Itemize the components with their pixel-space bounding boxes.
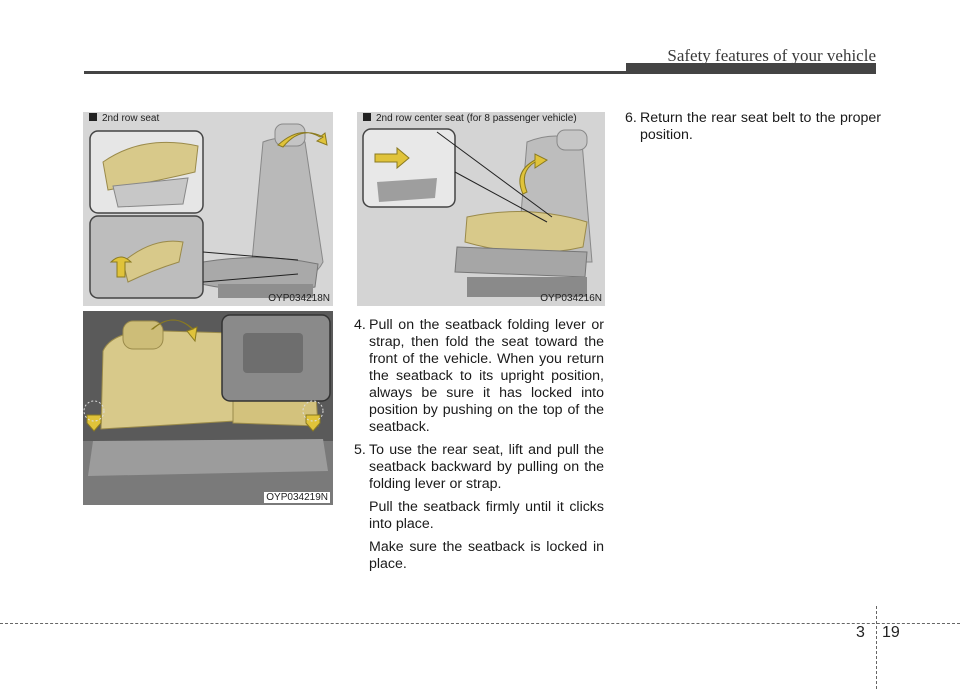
step-4: 4. Pull on the seatback folding lever or… [354,317,604,435]
step-6: 6. Return the rear seat belt to the prop… [625,110,881,143]
figure-code: OYP034219N [264,492,330,503]
chapter-number: 3 [856,624,865,641]
footer-rule [0,623,960,624]
instruction-step-6-column: 6. Return the rear seat belt to the prop… [625,110,881,150]
figure-code: OYP034218N [268,293,330,304]
figure-center-seat: 2nd row center seat (for 8 passenger veh… [357,112,605,306]
center-seat-illustration [357,112,605,306]
figure-code: OYP034216N [540,293,602,304]
rear-seat-illustration [83,311,333,505]
header-tab-bar [626,63,876,74]
footer-divider [876,606,877,689]
instruction-steps: 4. Pull on the seatback folding lever or… [354,317,604,579]
figure-rear-seats: OYP034219N [83,311,333,505]
page-header-title: Safety features of your vehicle [667,46,876,65]
step-5: 5. To use the rear seat, lift and pull t… [354,442,604,572]
figure-caption: 2nd row seat [89,113,159,124]
figure-caption: 2nd row center seat (for 8 passenger veh… [363,113,577,124]
header-rule [84,71,876,74]
bullet-square-icon [363,113,371,121]
bullet-square-icon [89,113,97,121]
seat-fold-illustration [83,112,333,306]
figure-2nd-row-seat: 2nd row seat OYP034218N [83,112,333,306]
page-number: 19 [882,624,900,641]
